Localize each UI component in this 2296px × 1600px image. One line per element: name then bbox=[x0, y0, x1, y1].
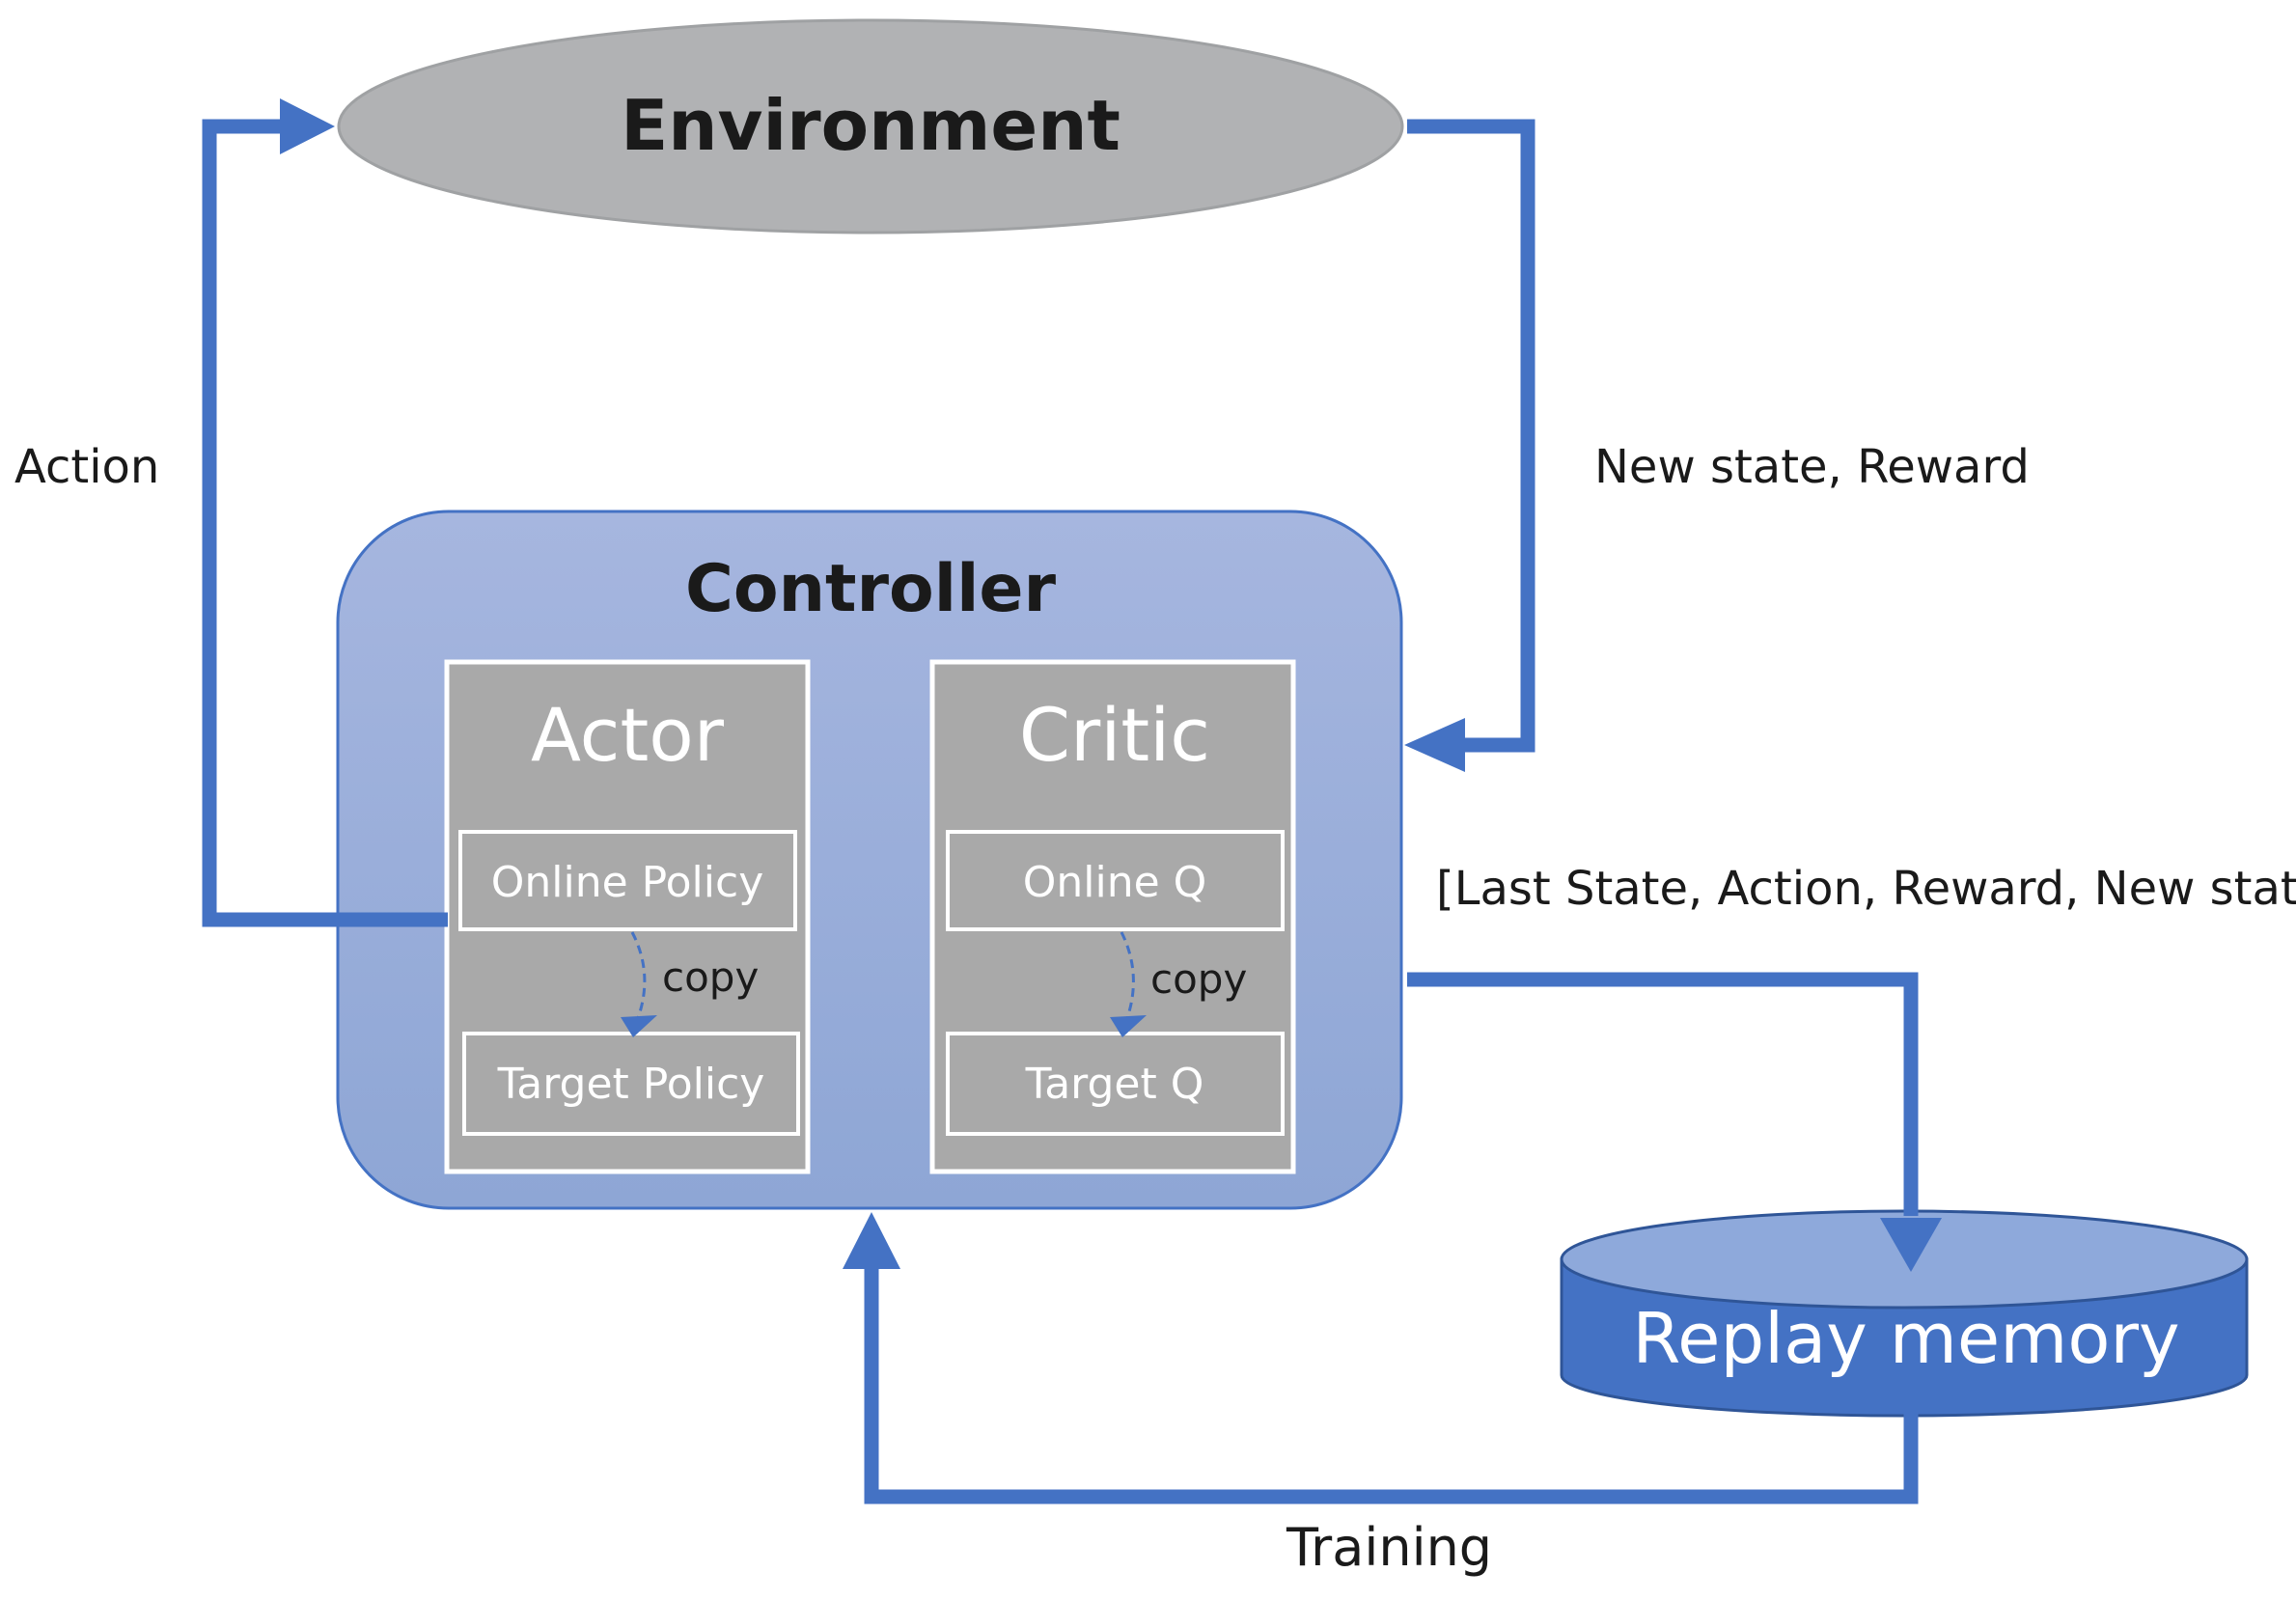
critic-copy-label: copy bbox=[1150, 955, 1247, 1003]
online-q-label: Online Q bbox=[1023, 858, 1207, 907]
new-state-reward-edge bbox=[1404, 119, 1535, 772]
action-arrowhead bbox=[280, 98, 335, 154]
transition-edge bbox=[1407, 972, 1942, 1272]
replay-memory-label: Replay memory bbox=[1632, 1298, 2179, 1379]
actor-module: Actor Online Policy Target Policy copy bbox=[444, 659, 811, 1174]
new-state-reward-label: New state, Reward bbox=[1594, 440, 2030, 494]
target-q-box: Target Q bbox=[946, 1032, 1285, 1136]
actor-copy-arrowhead bbox=[621, 1015, 657, 1037]
critic-label: Critic bbox=[1019, 692, 1210, 778]
transition-label: [Last State, Action, Reward, New state] bbox=[1436, 862, 2296, 916]
target-policy-box: Target Policy bbox=[462, 1032, 800, 1136]
critic-copy-arrowhead bbox=[1110, 1015, 1147, 1037]
training-arrowhead bbox=[843, 1212, 900, 1269]
controller-label: Controller bbox=[685, 551, 1057, 627]
critic-copy-arrow bbox=[1120, 931, 1135, 1022]
environment-label: Environment bbox=[621, 85, 1120, 166]
critic-module: Critic Online Q Target Q copy bbox=[929, 659, 1296, 1174]
training-edge bbox=[843, 1212, 1919, 1504]
online-policy-box: Online Policy bbox=[458, 830, 797, 931]
environment-node: Environment bbox=[337, 18, 1404, 234]
online-policy-label: Online Policy bbox=[491, 858, 763, 907]
actor-copy-arrow bbox=[630, 931, 647, 1022]
online-q-box: Online Q bbox=[946, 830, 1285, 931]
target-q-label: Target Q bbox=[1025, 1060, 1204, 1109]
target-policy-label: Target Policy bbox=[497, 1060, 765, 1109]
actor-label: Actor bbox=[531, 692, 725, 778]
actor-copy-label: copy bbox=[662, 953, 759, 1001]
new-state-reward-arrowhead bbox=[1404, 718, 1465, 772]
transition-arrowhead bbox=[1880, 1218, 1942, 1272]
action-edge bbox=[202, 98, 448, 927]
action-label: Action bbox=[14, 440, 159, 494]
training-label: Training bbox=[1286, 1517, 1492, 1578]
